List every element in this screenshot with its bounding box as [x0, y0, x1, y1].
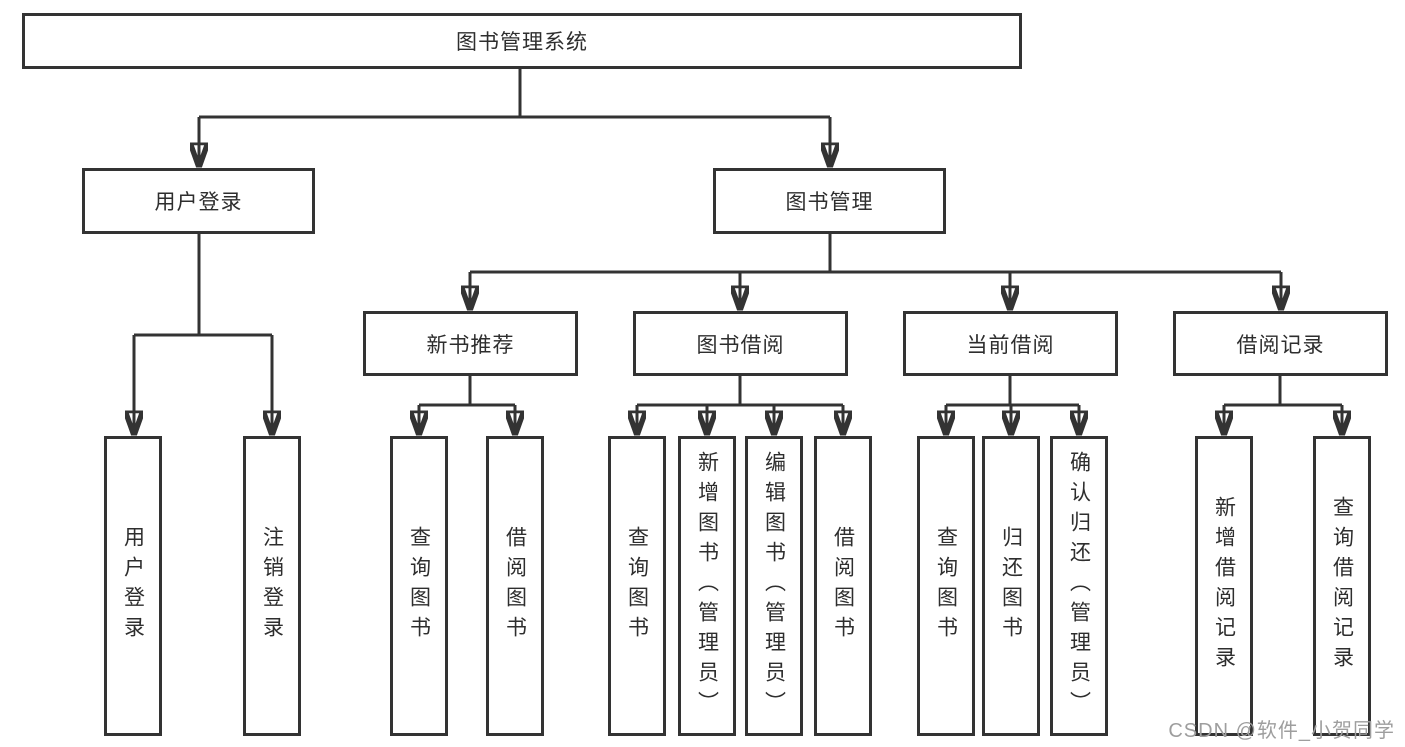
connector-current-borrow-tee	[946, 376, 1079, 407]
leaf-bb-edit-books-admin: 编辑图书（管理员）	[745, 436, 803, 736]
connector-borrow-records-tee	[1224, 376, 1342, 407]
node-label: 用户登录	[121, 526, 145, 646]
node-label: 图书借阅	[696, 333, 785, 357]
node-book-management: 图书管理	[713, 168, 946, 234]
node-borrowing-records: 借阅记录	[1173, 311, 1388, 376]
leaf-nb-query-books: 查询图书	[390, 436, 448, 736]
node-label: 查询图书	[625, 526, 649, 646]
node-label: 新增借阅记录	[1212, 496, 1236, 676]
node-label: 借阅图书	[831, 526, 855, 646]
connector-root-tee	[199, 69, 830, 119]
leaf-bb-query-books: 查询图书	[608, 436, 666, 736]
node-book-borrowing: 图书借阅	[633, 311, 848, 376]
leaf-cb-confirm-return-admin: 确认归还（管理员）	[1050, 436, 1108, 736]
connector-user-login-tee	[134, 234, 272, 337]
leaf-br-query-record: 查询借阅记录	[1313, 436, 1371, 736]
node-label: 借阅图书	[503, 526, 527, 646]
node-label: 查询图书	[934, 526, 958, 646]
leaf-logout: 注销登录	[243, 436, 301, 736]
node-label: 图书管理系统	[456, 31, 588, 54]
leaf-br-add-record: 新增借阅记录	[1195, 436, 1253, 736]
connector-book-mgmt-tee	[470, 234, 1281, 274]
node-label: 新增图书（管理员）	[695, 451, 719, 721]
node-user-login: 用户登录	[82, 168, 315, 234]
node-label: 查询借阅记录	[1330, 496, 1354, 676]
node-label: 新书推荐	[426, 333, 515, 357]
node-library-management-system: 图书管理系统	[22, 13, 1022, 69]
leaf-bb-borrow-books: 借阅图书	[814, 436, 872, 736]
node-label: 编辑图书（管理员）	[762, 451, 786, 721]
node-new-book-recommend: 新书推荐	[363, 311, 578, 376]
node-label: 用户登录	[154, 191, 243, 214]
node-label: 归还图书	[999, 526, 1023, 646]
node-label: 注销登录	[260, 526, 284, 646]
leaf-nb-borrow-books: 借阅图书	[486, 436, 544, 736]
leaf-cb-return-books: 归还图书	[982, 436, 1040, 736]
leaf-bb-add-books-admin: 新增图书（管理员）	[678, 436, 736, 736]
node-label: 查询图书	[407, 526, 431, 646]
node-current-borrowing: 当前借阅	[903, 311, 1118, 376]
leaf-user-login: 用户登录	[104, 436, 162, 736]
connector-book-borrow-tee	[637, 376, 843, 407]
leaf-cb-query-books: 查询图书	[917, 436, 975, 736]
node-label: 当前借阅	[966, 333, 1055, 357]
csdn-watermark: CSDN @软件_小贺同学	[1168, 720, 1395, 742]
node-label: 借阅记录	[1236, 333, 1325, 357]
connector-new-books-tee	[419, 376, 515, 407]
node-label: 确认归还（管理员）	[1067, 451, 1091, 721]
node-label: 图书管理	[785, 191, 874, 214]
